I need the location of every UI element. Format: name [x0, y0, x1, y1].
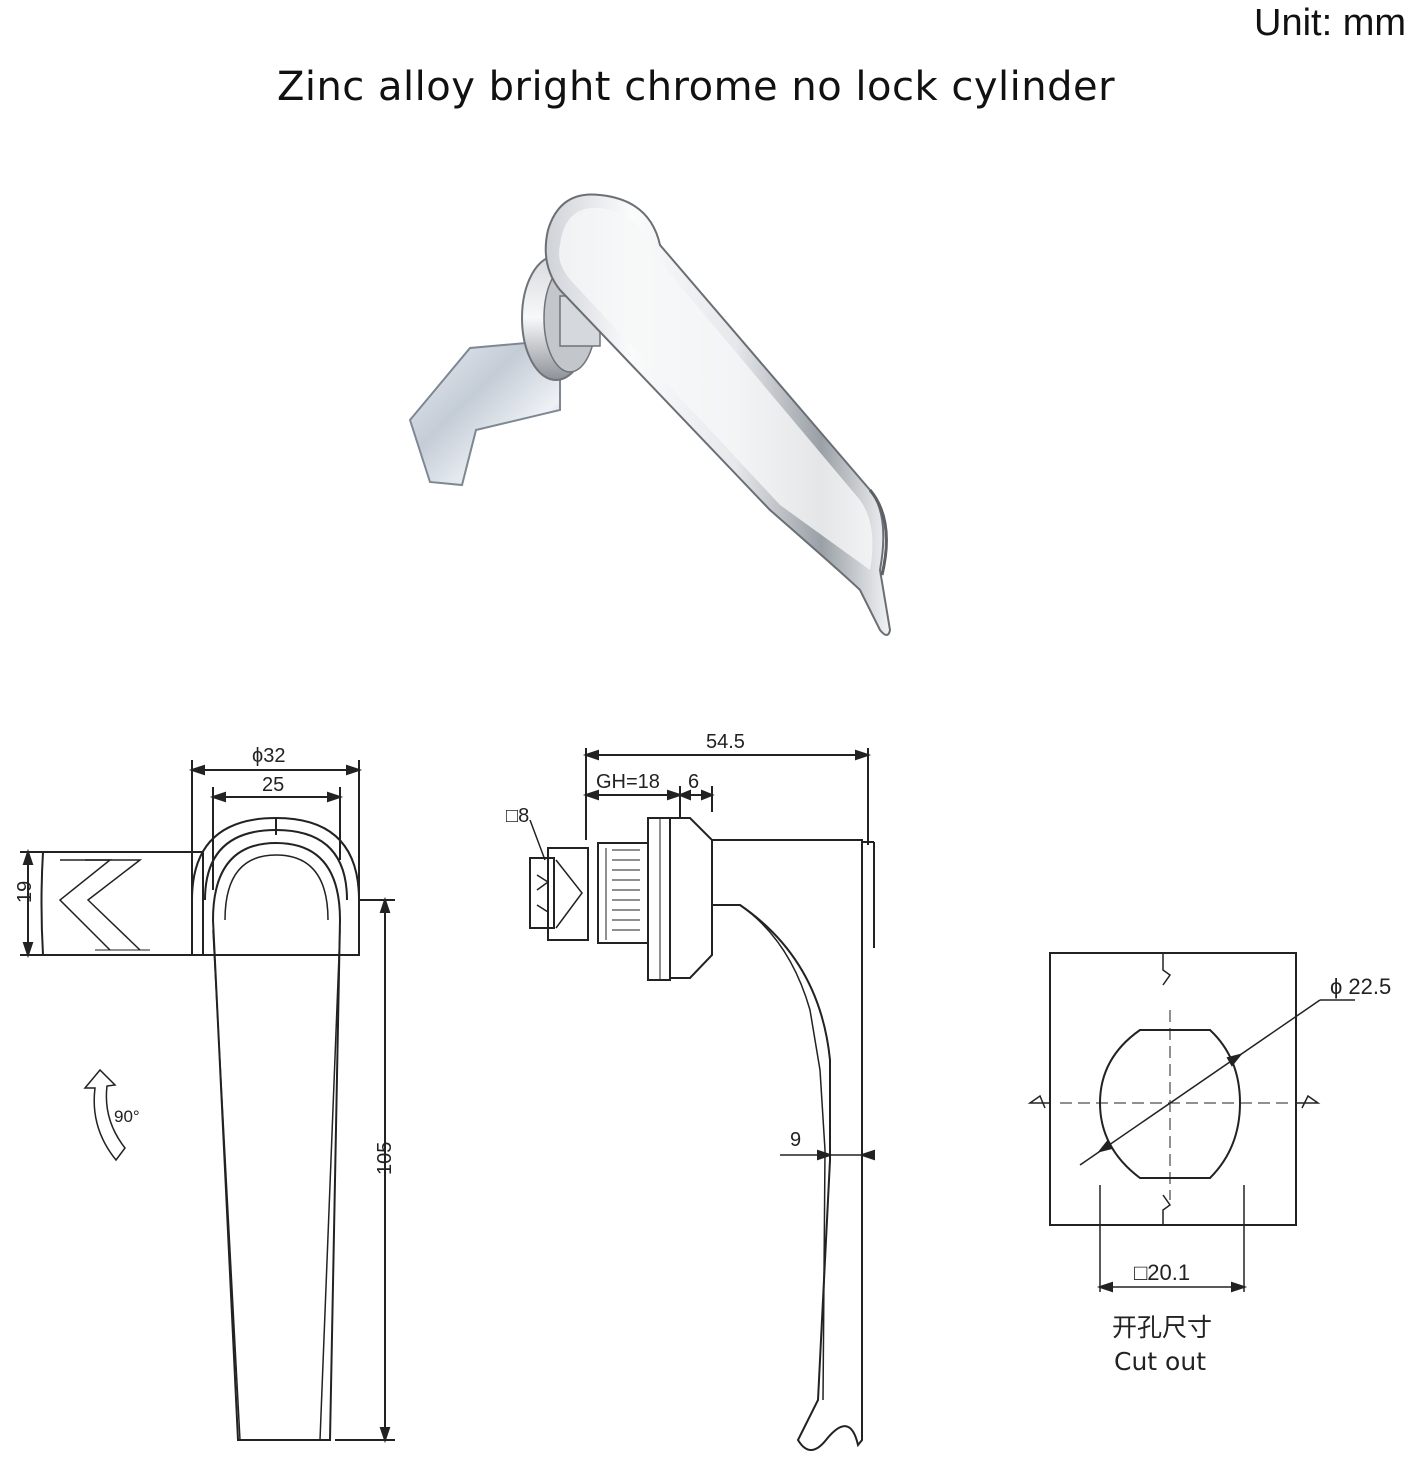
dim-handle-thickness: 9	[790, 1129, 801, 1151]
dim-grip-range: GH=18	[596, 771, 660, 793]
product-photo	[408, 193, 892, 636]
dim-flange: 6	[688, 771, 699, 793]
cutout-label-english: Cut out	[1114, 1347, 1206, 1376]
rotation-angle: 90°	[114, 1107, 140, 1126]
side-view	[529, 748, 875, 1451]
dim-square-spindle: □8	[506, 805, 529, 827]
front-view-labels: ϕ32 25 19 105 90°	[14, 745, 396, 1175]
front-view	[20, 760, 395, 1444]
unit-label: Unit: mm	[1254, 2, 1406, 44]
product-title: Zinc alloy bright chrome no lock cylinde…	[276, 64, 1116, 110]
dim-cutout-diameter: ϕ 22.5	[1330, 974, 1391, 999]
dim-cam-height: 19	[14, 881, 36, 903]
dim-front-diameter: ϕ32	[252, 745, 285, 767]
dim-cutout-square: □20.1	[1134, 1260, 1190, 1285]
cutout-labels: ϕ 22.5 □20.1 开孔尺寸 Cut out	[1112, 974, 1391, 1376]
cutout-view	[1027, 952, 1355, 1293]
dim-front-width: 25	[262, 774, 284, 796]
cutout-label-chinese: 开孔尺寸	[1112, 1313, 1212, 1342]
dim-handle-length: 105	[374, 1142, 396, 1175]
dim-side-total: 54.5	[706, 731, 745, 753]
side-view-labels: 54.5 GH=18 6 □8 9	[506, 731, 801, 1151]
